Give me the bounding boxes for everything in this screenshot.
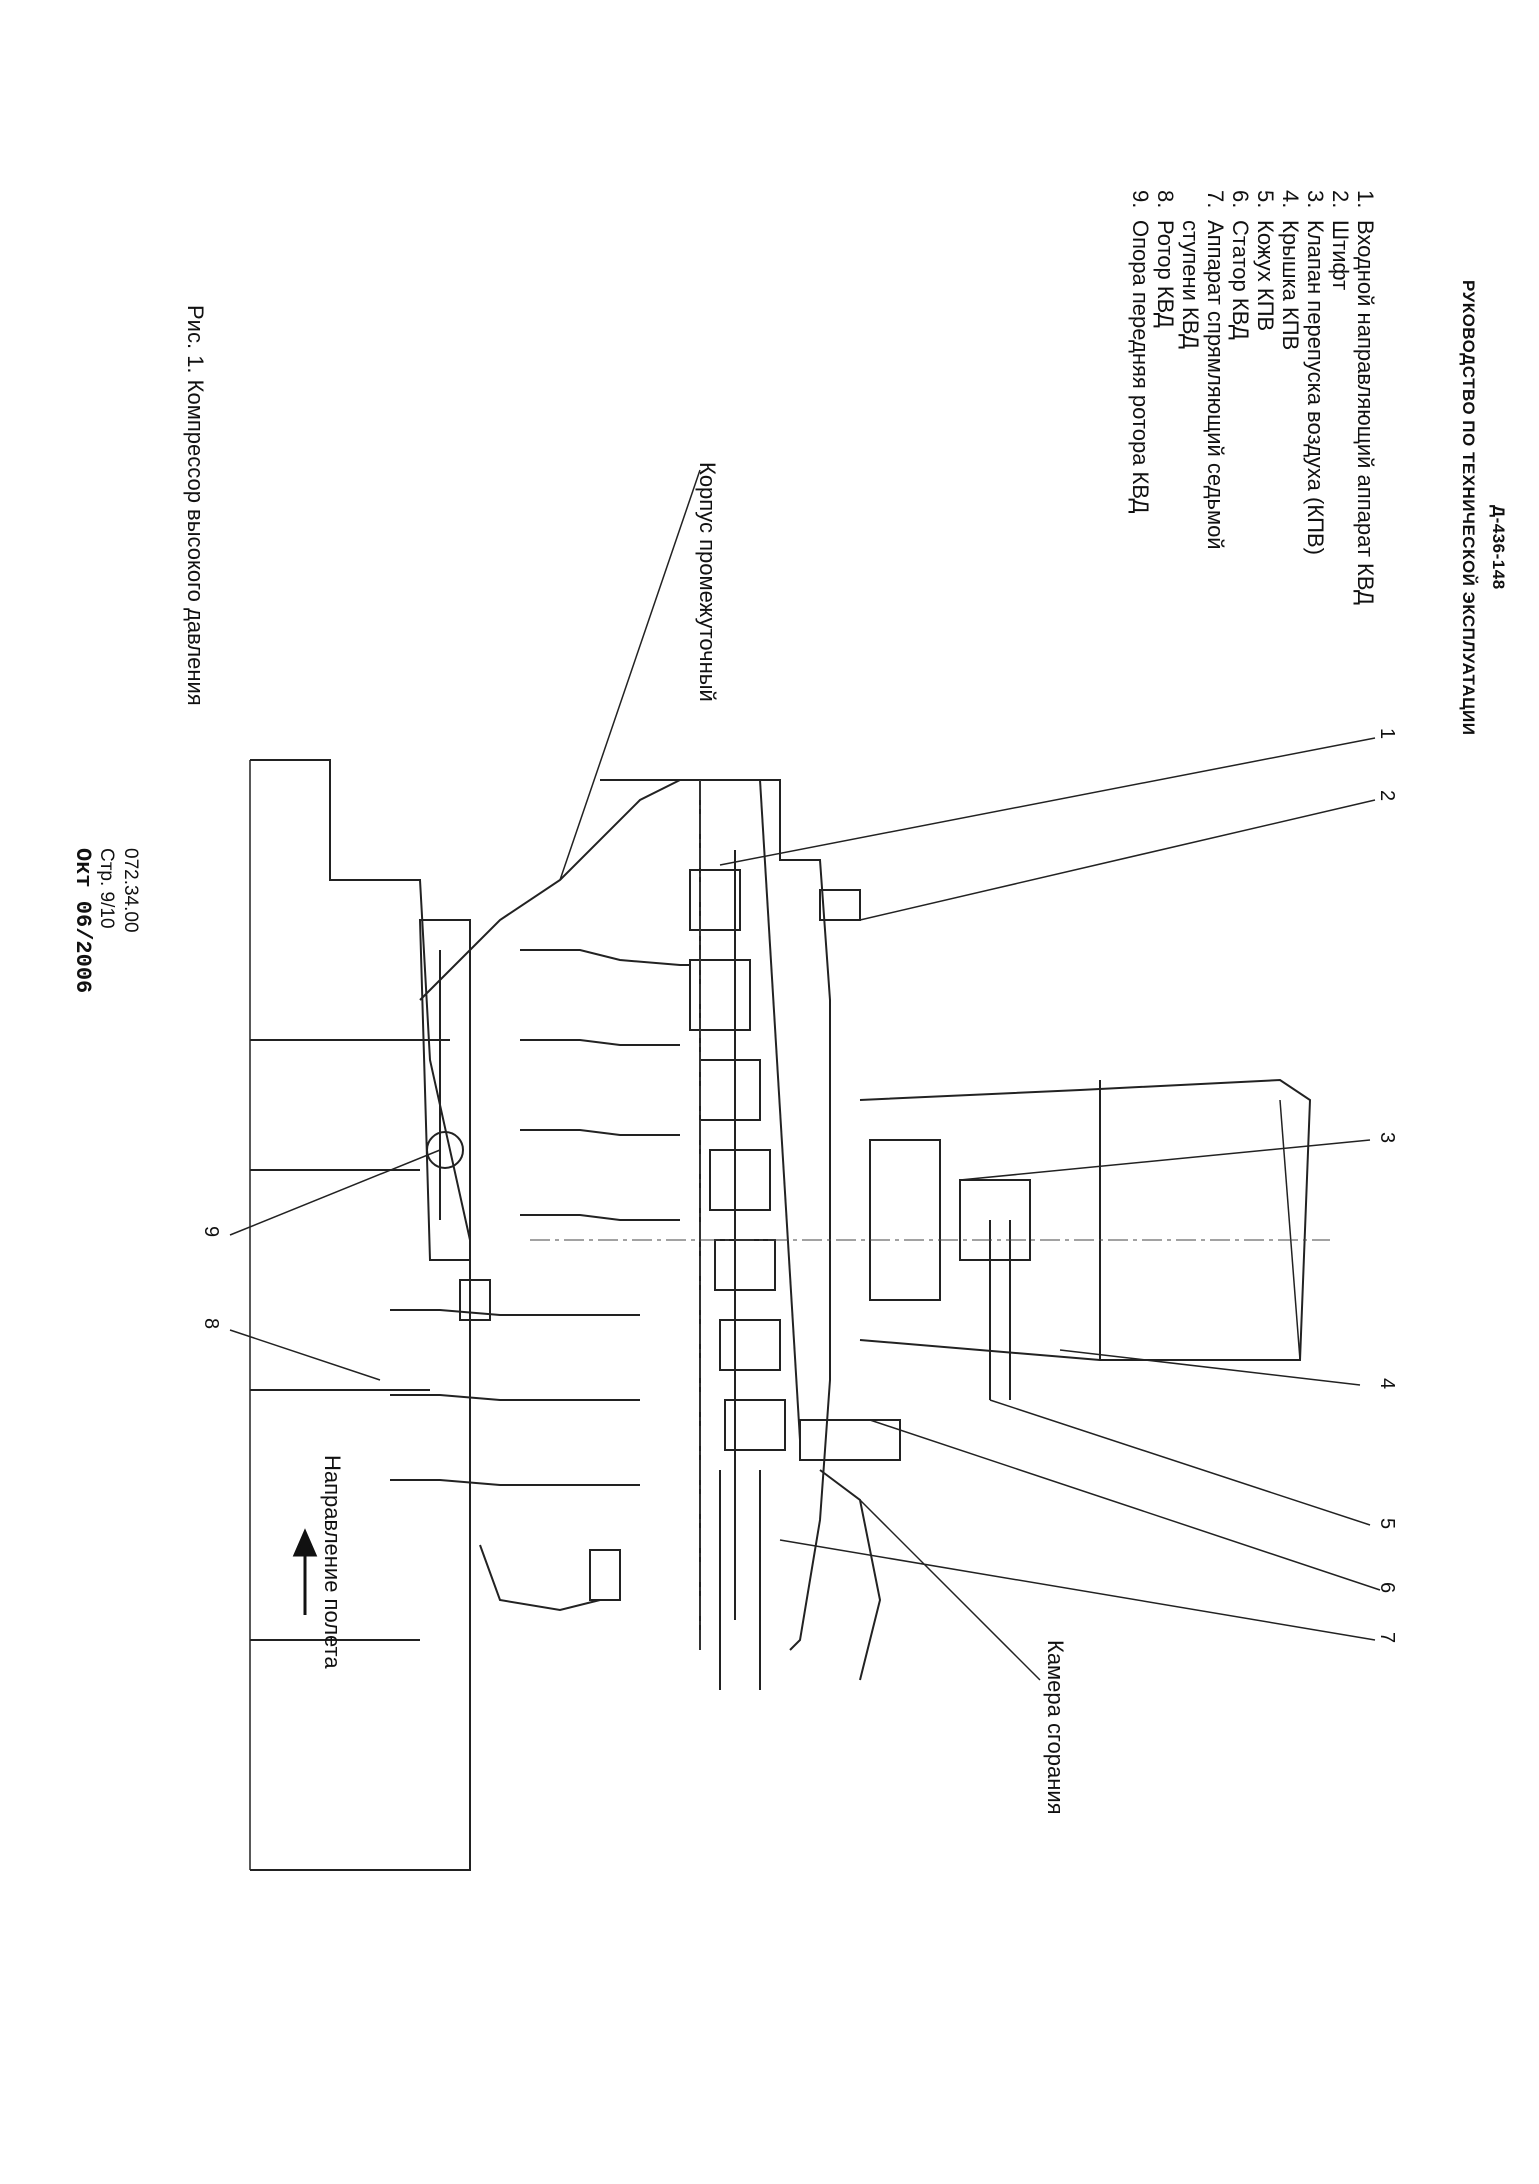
figure-caption: Рис. 1. Компрессор высокого давления [183, 305, 208, 706]
legend-item: 5.Кожух КПВ [1253, 190, 1278, 332]
revision-date: Окт 06/2006 [70, 848, 95, 994]
legend-item: 9.Опора передняя ротора КВД [1128, 190, 1153, 514]
legend-item: 3.Клапан перепуска воздуха (КПВ) [1303, 190, 1328, 555]
callout-5: 5 [1376, 1518, 1398, 1530]
callout-7: 7 [1376, 1632, 1398, 1644]
callout-4: 4 [1376, 1378, 1398, 1390]
parts-legend: 1.Входной направляющий аппарат КВД 2.Шти… [1128, 190, 1378, 605]
label-flight-direction: Направление полета [320, 1455, 345, 1669]
manual-title: РУКОВОДСТВО ПО ТЕХНИЧЕСКОЙ ЭКСПЛУАТАЦИИ [1459, 280, 1478, 736]
legend-item: 2.Штифт [1328, 190, 1353, 291]
legend-item: 6.Статор КВД [1228, 190, 1253, 340]
legend-item: 8.Ротор КВД [1153, 190, 1178, 328]
doc-number: 072.34.00 [120, 848, 141, 933]
callout-1: 1 [1376, 728, 1398, 740]
callout-2: 2 [1376, 790, 1398, 802]
page-number: Стр. 9/10 [96, 848, 117, 929]
label-intermediate-housing: Корпус промежуточный [695, 462, 720, 702]
callout-9: 9 [200, 1226, 222, 1238]
legend-item: ступени КВД [1178, 220, 1203, 349]
legend-item: 4.Крышка КПВ [1278, 190, 1303, 351]
document-code: Д-436-148 [1489, 505, 1508, 590]
callout-6: 6 [1376, 1582, 1398, 1594]
label-combustion-chamber: Камера сгорания [1043, 1640, 1068, 1815]
callout-8: 8 [200, 1318, 222, 1330]
legend-item: 7.Аппарат спрямляющий седьмой [1203, 190, 1228, 550]
legend-item: 1.Входной направляющий аппарат КВД [1353, 190, 1378, 605]
callout-3: 3 [1376, 1132, 1398, 1144]
page-footer: 072.34.00 Стр. 9/10 Окт 06/2006 [70, 848, 142, 993]
